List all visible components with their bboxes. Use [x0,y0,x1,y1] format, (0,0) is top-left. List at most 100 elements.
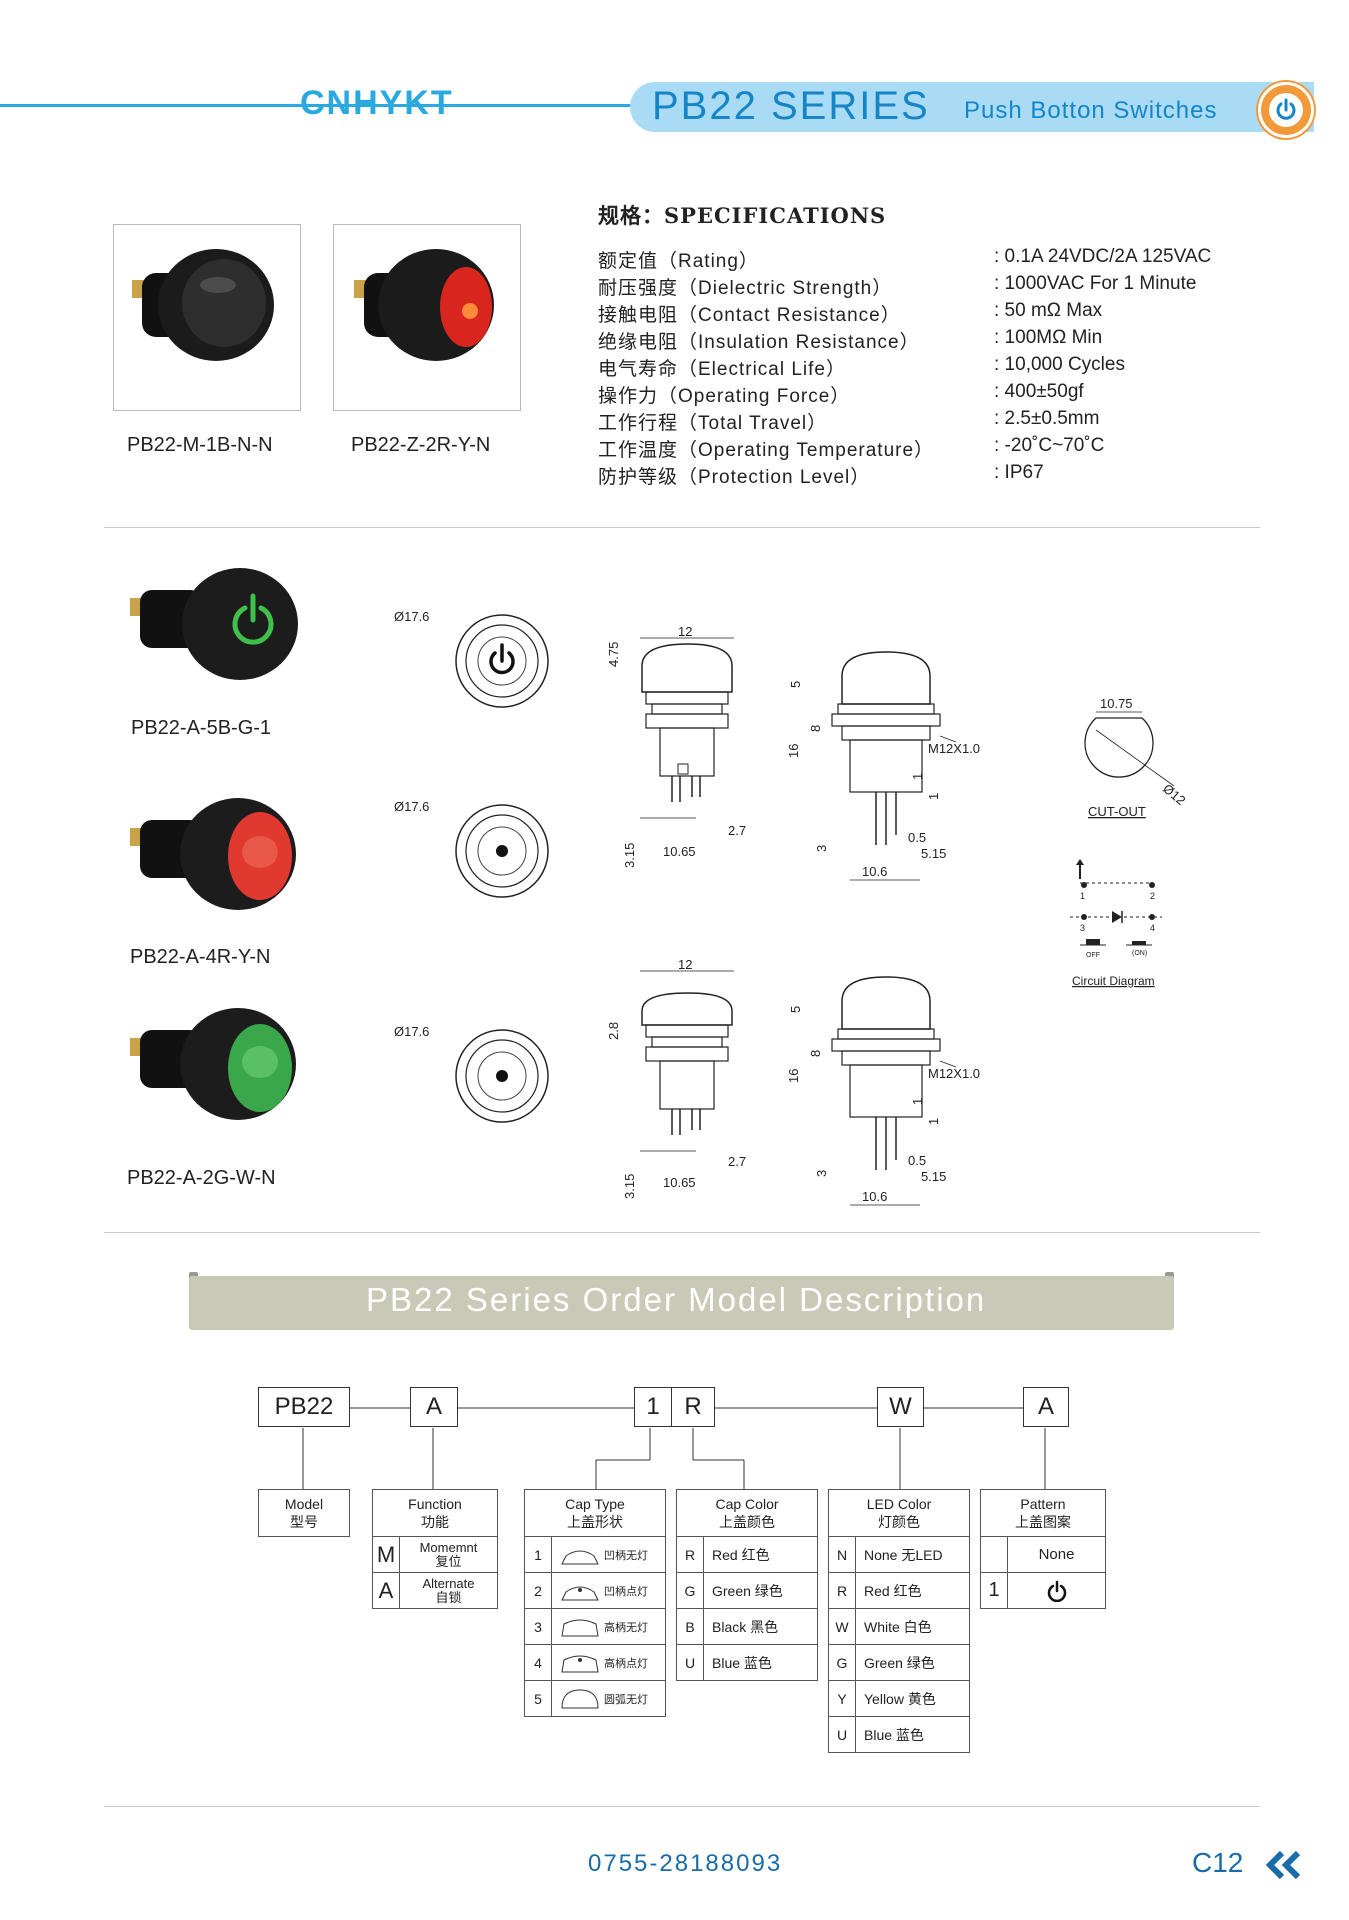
svg-text:2.7: 2.7 [728,1154,746,1169]
power-icon [1008,1580,1105,1602]
svg-text:5.15: 5.15 [921,1169,946,1184]
diameter-label: Ø17.6 [394,799,429,814]
svg-text:4.75: 4.75 [606,642,621,667]
spec-label: 防护等级（Protection Level） [598,467,871,488]
svg-text:Ø12: Ø12 [1160,781,1188,808]
svg-text:12: 12 [678,957,692,972]
diameter-label: Ø17.6 [394,609,429,624]
svg-text:5: 5 [788,1006,803,1013]
model-caption-1: PB22-A-5B-G-1 [131,717,272,739]
spec-row: 工作温度（Operating Temperature）: -20˚C~70˚C [598,435,1238,462]
model-photo-1 [120,560,300,695]
order-title: PB22 Series Order Model Description [366,1281,987,1318]
led-color-key: G [829,1645,856,1680]
circuit-diagram: 1 2 3 4 OFF (ON) Circuit Diagram [1062,855,1202,995]
brand-logo: CNHYKT [300,84,454,122]
spec-label: 接触电阻（Contact Resistance） [598,305,901,326]
model-head-en: Model [284,1496,324,1512]
cap-color-key: B [677,1609,704,1644]
led-color-key: Y [829,1681,856,1716]
spec-value: : -20˚C~70˚C [994,435,1105,456]
svg-text:8: 8 [808,1050,823,1057]
section-divider [104,1232,1260,1233]
specifications-title: 规格：SPECIFICATIONS [598,203,887,228]
footer-phone: 0755-28188093 [588,1850,783,1877]
cap-color-head-cn: 上盖颜色 [719,1514,775,1530]
cap-type-key: 3 [525,1609,552,1644]
svg-text:8: 8 [808,725,823,732]
svg-text:2: 2 [1150,891,1155,901]
spec-row: 防护等级（Protection Level）: IP67 [598,462,1238,489]
code-box-led-color: W [877,1387,924,1427]
pattern-head-cn: 上盖图案 [1015,1514,1071,1530]
cap-type-key: 1 [525,1537,552,1572]
side-drawing-3: 12 2.8 3.15 10.65 2.7 [600,955,750,1200]
svg-text:3.15: 3.15 [622,1174,637,1199]
cap-color-head-en: Cap Color [715,1496,779,1512]
svg-text:10.65: 10.65 [663,1175,696,1190]
function-row: M Momemnt 复位 [373,1537,497,1573]
led-color-value: Green 绿色 [864,1654,935,1671]
svg-text:2.7: 2.7 [728,823,746,838]
spec-label: 工作行程（Total Travel） [598,413,828,434]
model-photo-2 [120,790,300,925]
led-color-value: Red 红色 [864,1582,922,1599]
spec-row: 接触电阻（Contact Resistance）: 50 mΩ Max [598,300,1238,327]
svg-text:Circuit Diagram: Circuit Diagram [1072,974,1155,988]
model-caption-2: PB22-A-4R-Y-N [130,946,271,968]
svg-text:1: 1 [910,1098,925,1105]
spec-value: : 10,000 Cycles [994,354,1125,375]
led-color-row: N None 无LED [829,1537,969,1573]
svg-text:4: 4 [1150,923,1155,933]
power-badge-icon [1258,82,1314,138]
svg-text:M12X1.0: M12X1.0 [928,741,980,756]
spec-value: : 2.5±0.5mm [994,408,1100,429]
cap-type-value: 凹柄无灯 [604,1549,648,1562]
spec-value: : 400±50gf [994,381,1084,402]
spec-value: : 0.1A 24VDC/2A 125VAC [994,246,1212,267]
svg-text:5: 5 [788,681,803,688]
cap-type-head-en: Cap Type [565,1496,625,1512]
order-title-band [189,1276,1174,1330]
led-color-key: U [829,1717,856,1752]
cut-out-drawing: 10.75 Ø12 CUT-OUT [1070,690,1210,825]
led-color-value: None 无LED [864,1546,943,1563]
spec-label: 绝缘电阻（Insulation Resistance） [598,332,920,353]
cap-type-row: 1 凹柄无灯 [525,1537,665,1573]
front-view-3: Ø17.6 [390,1020,570,1130]
function-en: Alternate [422,1575,475,1591]
svg-text:1: 1 [926,793,941,800]
cap-color-value: Red 红色 [712,1546,770,1563]
photo-caption-2: PB22-Z-2R-Y-N [351,434,491,456]
model-table: Model 型号 [258,1489,350,1537]
function-key: M [373,1537,400,1572]
led-color-value: White 白色 [864,1618,932,1635]
svg-text:1: 1 [1080,891,1085,901]
series-subtitle: Push Botton Switches [964,97,1218,124]
footer-divider [104,1806,1260,1807]
cap-color-key: G [677,1573,704,1608]
cap-shape-icon [561,1586,599,1600]
function-row: A Alternate 自锁 [373,1573,497,1608]
svg-text:3: 3 [1080,923,1085,933]
code-box-model: PB22 [258,1387,350,1427]
side-drawing-1: 12 4.75 3.15 10.65 2.7 [600,622,750,872]
svg-text:0.5: 0.5 [908,830,926,845]
spec-row: 额定值（Rating）: 0.1A 24VDC/2A 125VAC [598,246,1238,273]
svg-text:3: 3 [814,1170,829,1177]
code-box-function: A [410,1387,458,1427]
cap-type-key: 5 [525,1681,552,1716]
side-drawing-4: 5 8 16 M12X1.0 1 1 3 0.5 5.15 10.6 [780,965,980,1215]
led-color-key: N [829,1537,856,1572]
led-color-head-en: LED Color [866,1496,932,1512]
svg-text:3.15: 3.15 [622,843,637,868]
